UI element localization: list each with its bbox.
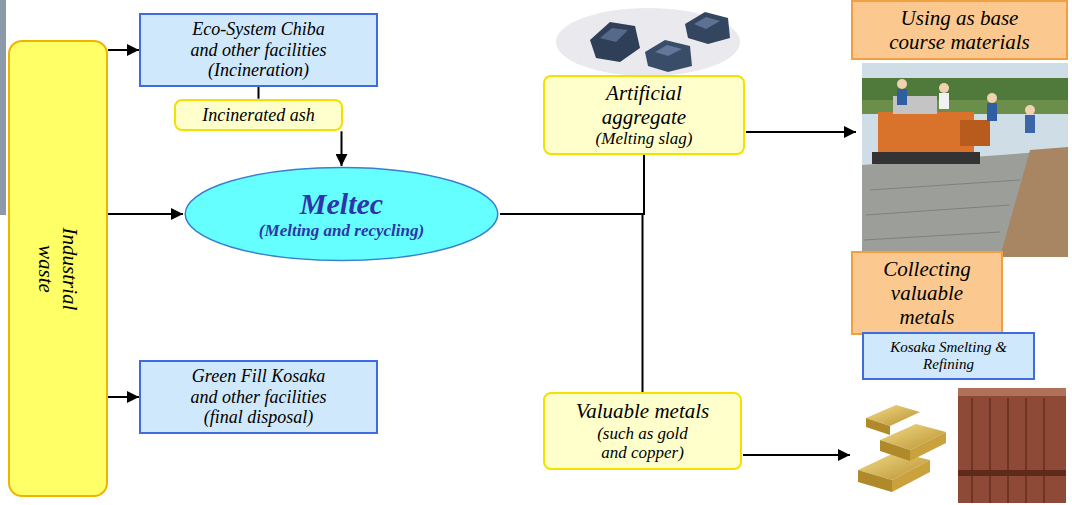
node-text: Valuable metals [576,399,710,423]
node-subtext: (Melting slag) [596,129,693,149]
material-box: Incinerated ash [174,99,343,132]
input-band: Industrial waste [8,40,108,497]
facility-box: Kosaka Smelting & Refining [862,332,1035,380]
collect-arrow [743,454,850,456]
paving-photo [862,63,1068,257]
facility-box: Green Fill Kosaka and other facilities(f… [139,360,378,434]
output-box: Artificial aggregate(Melting slag) [543,75,745,155]
node-text: Incinerated ash [202,105,314,126]
flow-connector [108,213,183,215]
process-ellipse: Meltec(Melting and recycling) [183,166,500,262]
node-subtext: (final disposal) [204,407,314,428]
photo-edge [0,0,6,215]
flow-connector [258,87,260,99]
slag-stones [556,8,740,76]
node-subtext: (Incineration) [208,60,309,81]
node-text: Green Fill Kosaka and other facilities [183,366,335,407]
node-subtext: (Melting and recycling) [259,221,424,241]
node-text: Eco-System Chiba and other facilities [183,19,335,60]
gold-bars [858,405,946,492]
flow-connector [341,131,343,166]
output-box: Valuable metals(such as gold and copper) [543,392,742,470]
flow-connector [108,49,139,51]
rotated-label: Industrial waste [34,227,82,310]
copper-plates [958,388,1066,503]
node-text: Artificial aggregate [584,81,704,129]
facility-box: Eco-System Chiba and other facilities(In… [139,13,378,87]
node-text: Collecting valuable metals [861,257,993,329]
node-text: Using as base course materials [885,6,1035,54]
node-text: Industrial waste [34,227,82,310]
node-text: Kosaka Smelting & Refining [886,339,1011,374]
use-label: Collecting valuable metals [851,251,1003,335]
flow-connector [500,155,644,214]
use-arrow [746,131,856,133]
node-text: Meltec [300,187,383,222]
node-subtext: (such as gold and copper) [585,424,700,463]
flow-connector [500,214,643,392]
flow-connector [108,396,139,398]
use-label: Using as base course materials [851,0,1068,60]
